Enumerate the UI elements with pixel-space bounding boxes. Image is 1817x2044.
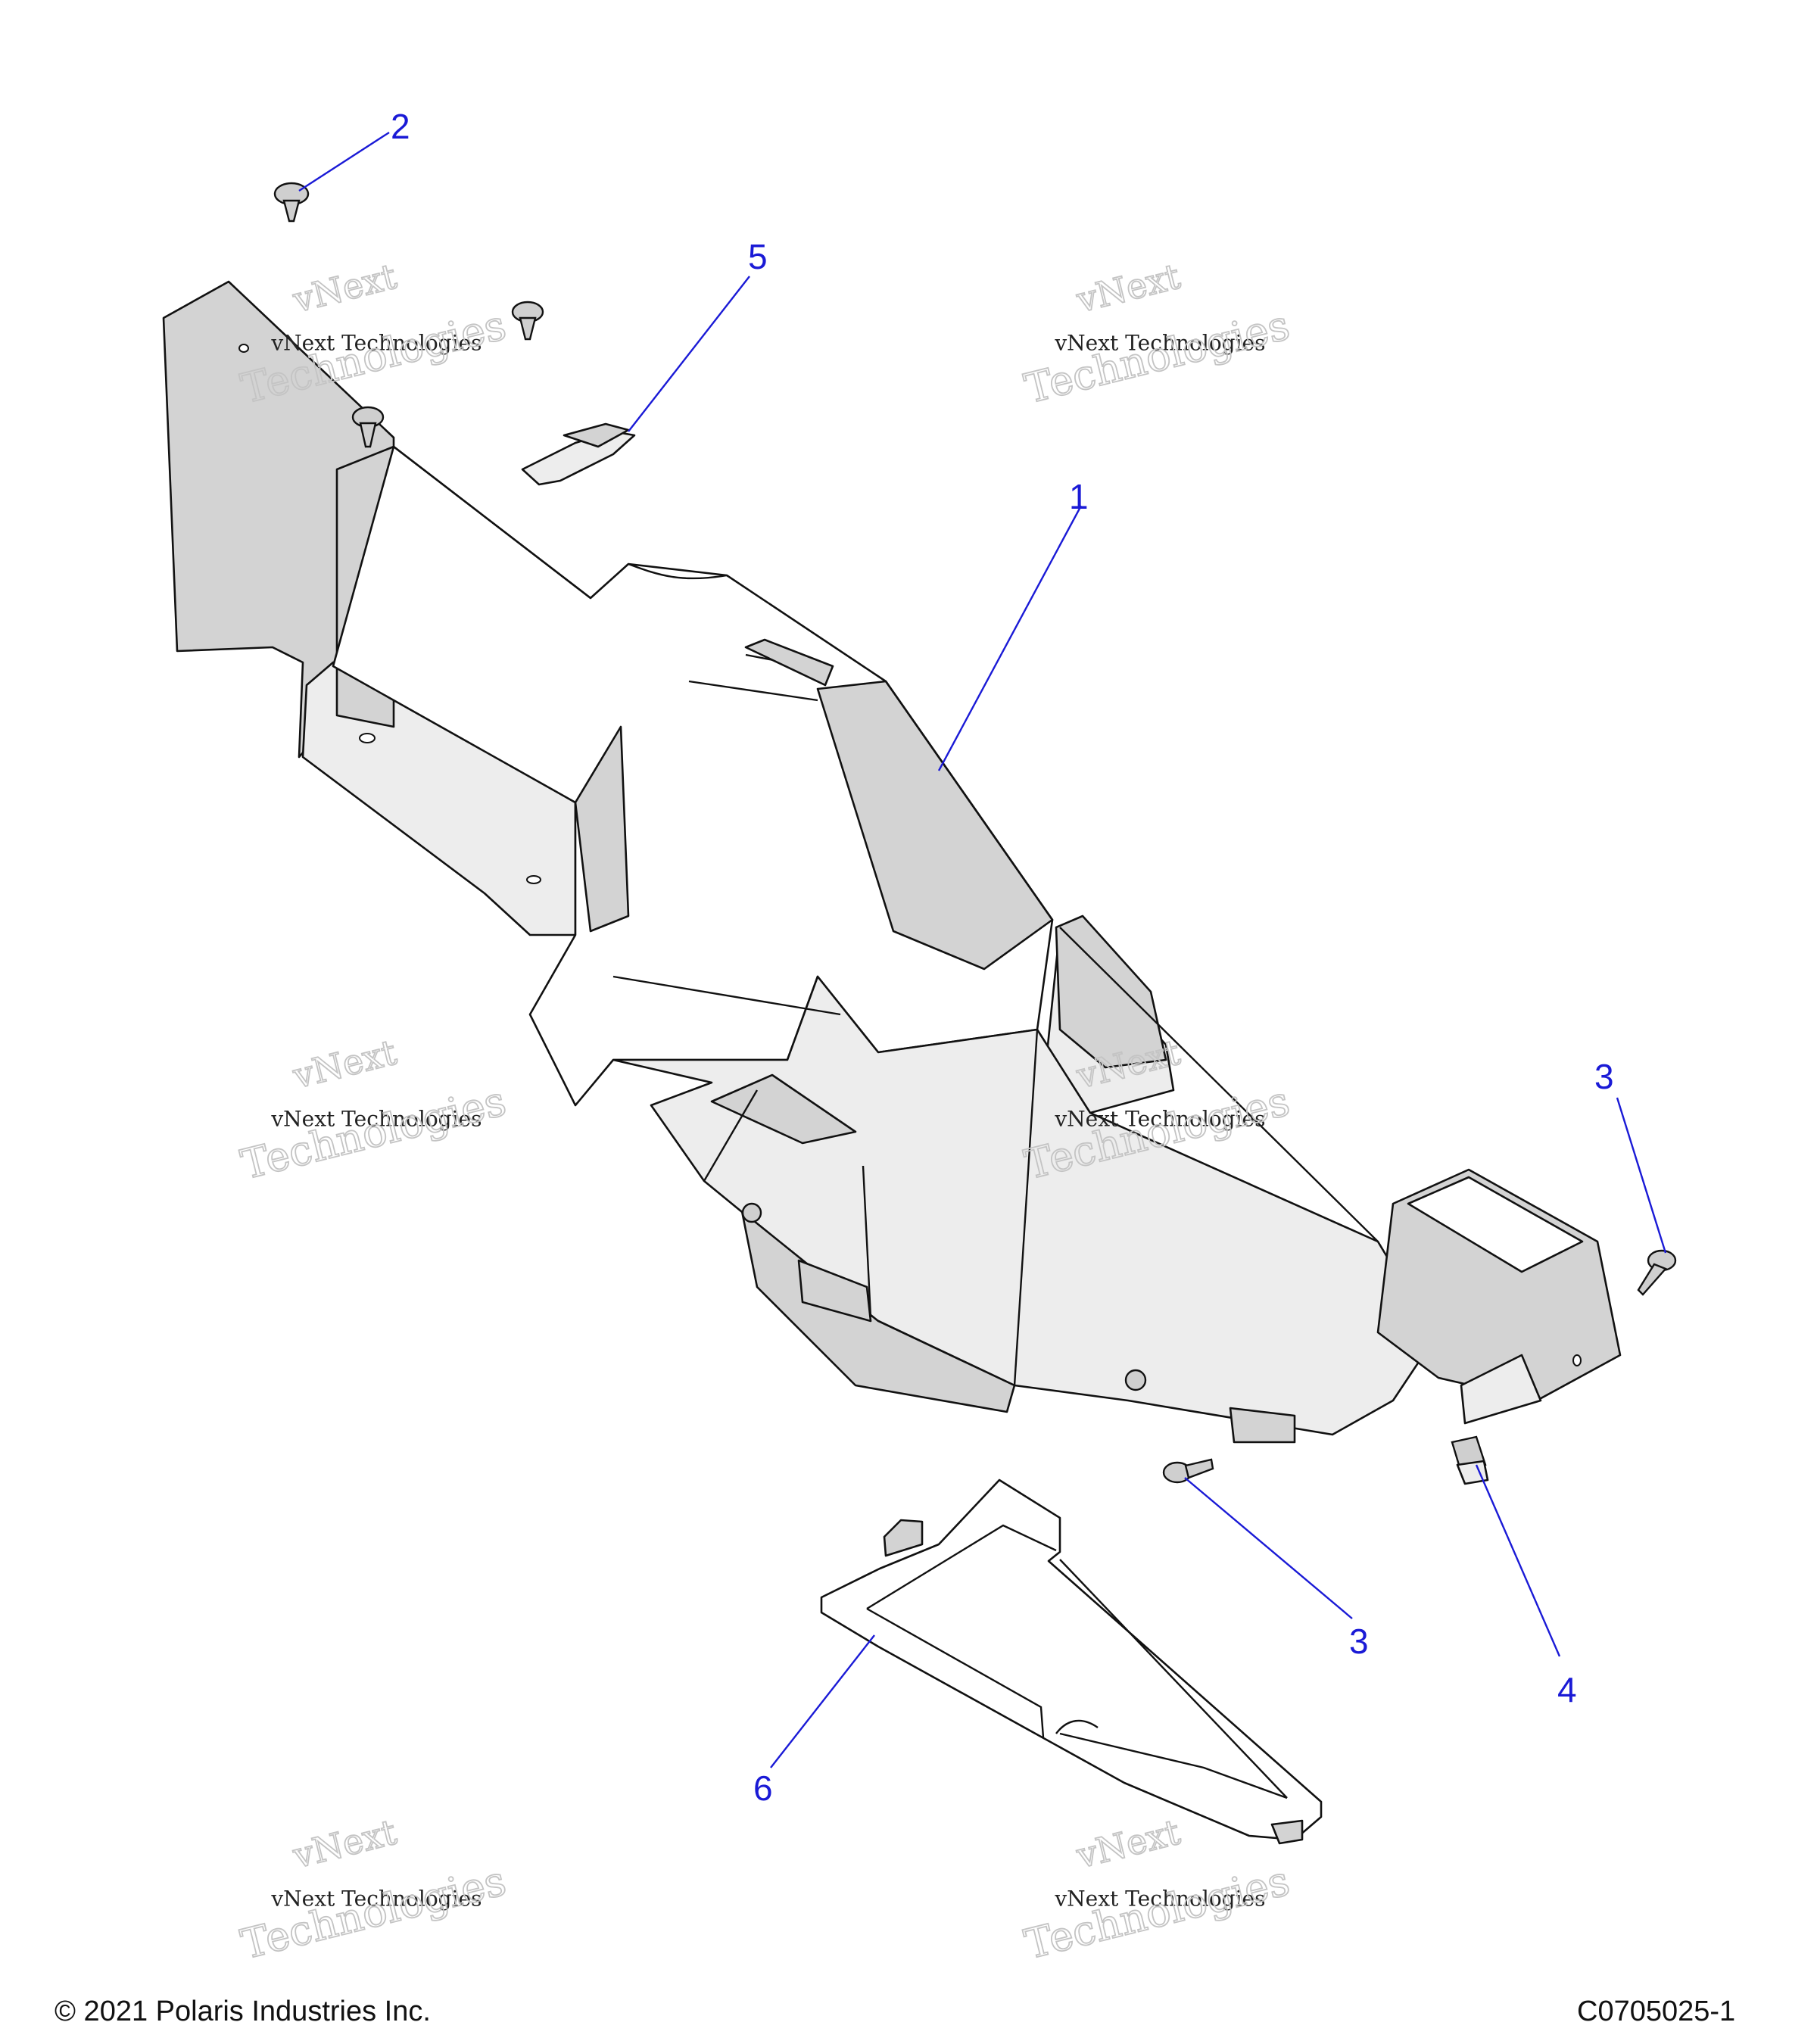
callout-4: 4 xyxy=(1557,1670,1577,1709)
part-3-screws xyxy=(1162,1249,1677,1484)
callout-5: 5 xyxy=(748,237,768,276)
leader-3-top xyxy=(1616,1097,1667,1254)
part-6-cover-panel xyxy=(820,1478,1323,1845)
callout-6: 6 xyxy=(753,1768,773,1808)
svg-text:Technologies: Technologies xyxy=(236,301,510,413)
svg-text:vNext Technologies: vNext Technologies xyxy=(1054,330,1265,355)
part-2-push-rivets xyxy=(273,182,544,448)
callout-1: 1 xyxy=(1069,477,1089,516)
svg-text:vNext Technologies: vNext Technologies xyxy=(270,330,482,355)
callout-2: 2 xyxy=(391,107,410,146)
part-1-dash-panel xyxy=(162,280,1622,1444)
leader-2 xyxy=(298,131,390,192)
svg-text:vNext: vNext xyxy=(288,255,400,320)
callouts: 1 2 3 3 4 5 6 xyxy=(391,107,1614,1808)
callout-3-bottom: 3 xyxy=(1349,1622,1369,1661)
leader-3-bottom xyxy=(1184,1477,1353,1619)
leader-5 xyxy=(628,276,750,432)
svg-text:Technologies: Technologies xyxy=(236,1077,510,1189)
svg-text:Technologies: Technologies xyxy=(236,1857,510,1969)
svg-text:vNext: vNext xyxy=(1072,255,1184,320)
leader-6 xyxy=(770,1634,875,1768)
screw-icon xyxy=(1637,1249,1677,1296)
svg-text:vNext Technologies: vNext Technologies xyxy=(270,1106,482,1131)
part-5-bracket xyxy=(521,422,636,486)
part-4-nut-clip xyxy=(1451,1435,1489,1485)
svg-text:vNext Technologies: vNext Technologies xyxy=(1054,1886,1265,1911)
svg-text:vNext Technologies: vNext Technologies xyxy=(1054,1106,1265,1131)
svg-text:Technologies: Technologies xyxy=(1020,301,1294,413)
leader-lines xyxy=(298,131,1667,1768)
callout-3-top: 3 xyxy=(1594,1057,1614,1096)
rivet-icon xyxy=(511,301,544,341)
svg-text:vNext: vNext xyxy=(288,1811,400,1876)
leader-4 xyxy=(1475,1464,1561,1657)
screw-icon xyxy=(1162,1458,1214,1484)
watermark-bottom-left: vNext vNext Technologies Technologies xyxy=(235,1811,511,1970)
watermark-middle-left: vNext vNext Technologies Technologies xyxy=(235,1031,511,1190)
svg-text:vNext Technologies: vNext Technologies xyxy=(270,1886,482,1911)
svg-text:vNext: vNext xyxy=(1072,1811,1184,1876)
leader-1 xyxy=(937,505,1083,771)
svg-text:vNext: vNext xyxy=(288,1031,400,1096)
svg-text:Technologies: Technologies xyxy=(1020,1857,1294,1969)
watermark-top-right: vNext vNext Technologies Technologies xyxy=(1019,255,1295,414)
drawing-number: C0705025-1 xyxy=(1577,1996,1736,2027)
rivet-icon xyxy=(351,406,385,448)
copyright-notice: © 2021 Polaris Industries Inc. xyxy=(55,1996,431,2027)
rivet-icon xyxy=(273,182,310,223)
